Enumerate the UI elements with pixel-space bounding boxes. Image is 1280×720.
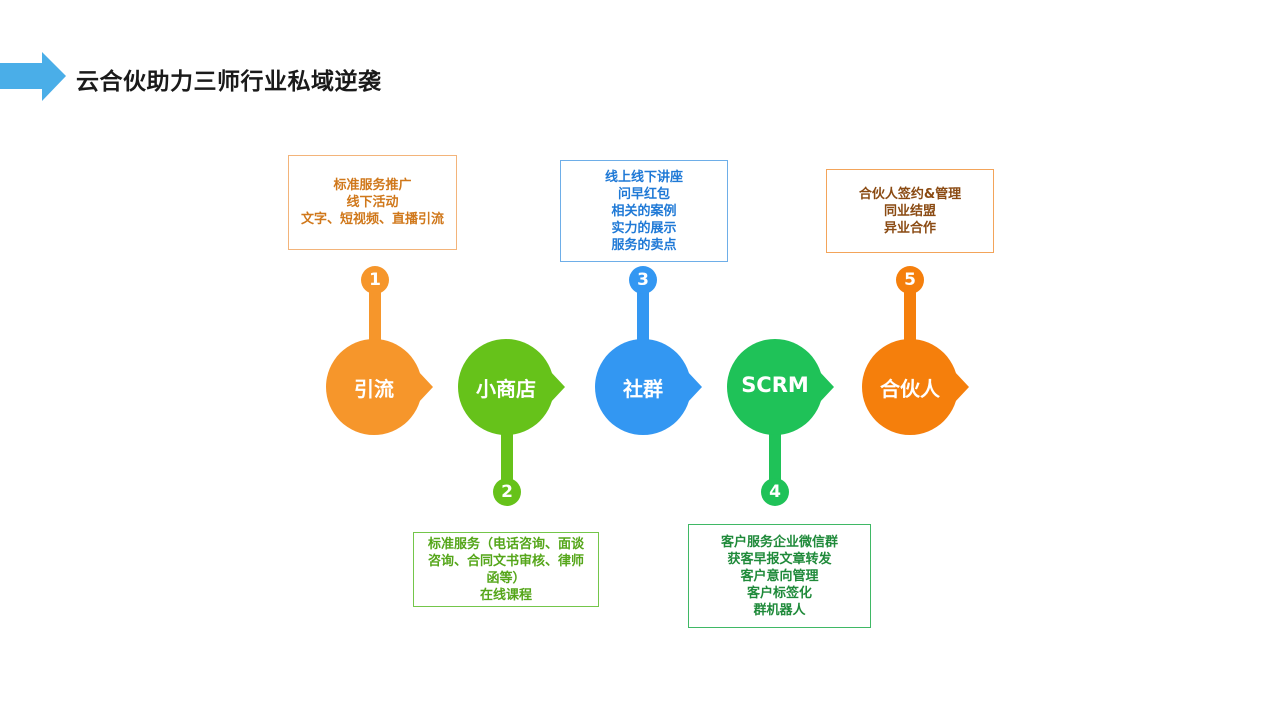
- node-2-shape: [458, 339, 565, 435]
- step-1-line: 标准服务推广: [333, 178, 412, 193]
- connector-3: [637, 290, 649, 342]
- step-5-line: 异业合作: [883, 220, 936, 236]
- number-circle-2: [493, 478, 521, 506]
- step-5-line: 同业结盟: [883, 203, 936, 219]
- step-number-1: 1: [369, 270, 381, 290]
- step-3-line: 服务的卖点: [611, 237, 677, 253]
- connector-4: [769, 432, 781, 484]
- step-number-5: 5: [904, 270, 916, 290]
- node-label-2: 小商店: [476, 377, 536, 401]
- step-2-line: 在线课程: [479, 587, 532, 603]
- step-4-line: 客户标签化: [746, 585, 812, 601]
- number-circle-4: [761, 478, 789, 506]
- step-3-line: 实力的展示: [611, 220, 677, 236]
- page-title: 云合伙助力三师行业私域逆袭: [76, 69, 382, 95]
- step-2-line: 咨询、合同文书审核、律师: [427, 553, 584, 569]
- step-box-1: 标准服务推广 线下活动 文字、短视频、直播引流: [288, 155, 457, 250]
- node-1-shape: [326, 339, 433, 435]
- step-1-line: 文字、短视频、直播引流: [300, 212, 444, 227]
- step-4-line: 群机器人: [753, 602, 806, 618]
- step-number-2: 2: [501, 482, 513, 502]
- step-4-line: 客户意向管理: [740, 568, 819, 584]
- step-number-3: 3: [637, 270, 649, 290]
- step-box-3: 线上线下讲座 问早红包 相关的案例 实力的展示 服务的卖点: [560, 160, 728, 262]
- node-label-1: 引流: [354, 377, 394, 401]
- step-box-2: 标准服务（电话咨询、面谈 咨询、合同文书审核、律师 函等） 在线课程: [413, 532, 599, 607]
- step-4-line: 客户服务企业微信群: [720, 534, 838, 550]
- step-1-line: 线下活动: [346, 195, 399, 210]
- step-4-line: 获客早报文章转发: [727, 551, 832, 567]
- step-3-line: 线上线下讲座: [604, 169, 683, 185]
- header-arrow-icon: [0, 52, 66, 101]
- node-4-shape: [727, 339, 834, 435]
- step-3-line: 问早红包: [617, 186, 670, 202]
- step-box-4: 客户服务企业微信群 获客早报文章转发 客户意向管理 客户标签化 群机器人: [688, 524, 871, 628]
- number-circle-5: [896, 266, 924, 294]
- node-label-3: 社群: [623, 377, 663, 401]
- step-2-line: 标准服务（电话咨询、面谈: [427, 536, 584, 552]
- step-2-line: 函等）: [486, 570, 526, 586]
- connector-5: [904, 290, 916, 342]
- step-box-5: 合伙人签约&管理 同业结盟 异业合作: [826, 169, 994, 253]
- step-3-line: 相关的案例: [611, 203, 677, 219]
- node-label-4: SCRM: [741, 373, 809, 397]
- node-5-shape: [862, 339, 969, 435]
- connector-2: [501, 432, 513, 484]
- node-label-5: 合伙人: [880, 377, 940, 401]
- connector-1: [369, 290, 381, 342]
- number-circle-1: [361, 266, 389, 294]
- number-circle-3: [629, 266, 657, 294]
- step-number-4: 4: [769, 482, 781, 502]
- node-3-shape: [595, 339, 702, 435]
- step-5-line: 合伙人签约&管理: [858, 186, 962, 202]
